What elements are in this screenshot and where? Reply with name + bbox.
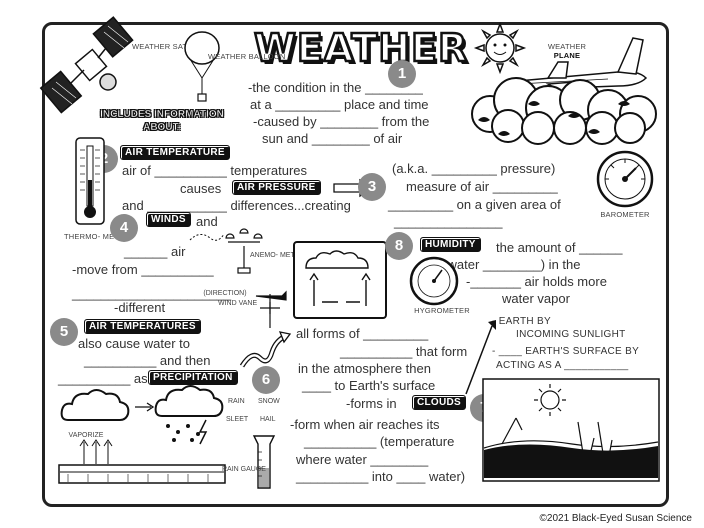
greenhouse-diagram (482, 378, 660, 482)
s7-line-b: __________ (temperature (304, 434, 455, 449)
sleet-label: SLEET (226, 416, 249, 423)
s7-line-c: where water ________ (296, 452, 429, 467)
satellite-label: WEATHER SATELLITE (132, 42, 214, 51)
s6-line-c: in the atmosphere then (298, 361, 431, 376)
wind-vane-icon (255, 290, 287, 328)
ground-icon (58, 464, 226, 484)
s8-line-h: ACTING AS A ___________ (496, 360, 629, 371)
s3-line-b: measure of air _________ (406, 179, 558, 194)
wind-swirl-icon (189, 233, 225, 241)
s7-line-d: __________ into ____ water) (296, 469, 466, 484)
winds-header: WINDS (146, 212, 191, 227)
precipitation-header: PRECIPITATION (148, 370, 238, 385)
badge-4: 4 (110, 214, 138, 242)
clouds-header: CLOUDS (412, 395, 467, 410)
sun-icon (473, 21, 527, 75)
vapor-arrows-icon (79, 439, 113, 464)
plane-label-line2: PLANE (553, 51, 581, 60)
s5-line-b: __________ and then (84, 353, 211, 368)
s4-line-b: ______ air (124, 244, 186, 259)
balloon-label: WEATHER BALLOON (208, 52, 286, 61)
s2-line-a: air of __________ temperatures (122, 163, 308, 178)
rain-gauge-label: RAIN GAUGE (222, 466, 266, 473)
s2-line-c: and ___________ differences...creating (122, 198, 351, 213)
squiggle-arrow-icon (239, 331, 292, 368)
weather-balloon-icon (184, 31, 220, 102)
convection-diagram (293, 241, 387, 319)
evaporation-cloud-icon (60, 389, 130, 421)
humidity-header: HUMIDITY (420, 237, 481, 252)
barometer-label: BAROMETER (600, 210, 650, 219)
s3-line-c: _________ on a given area of (388, 197, 561, 212)
plane-label: WEATHER PLANE (542, 42, 592, 60)
air-temperature-header: AIR TEMPERATURE (120, 145, 230, 160)
anemometer-icon (225, 228, 263, 274)
s8-line-b: (or water ________) in the (428, 257, 581, 272)
satellite-icon (39, 16, 134, 114)
s6-line-e: -forms in (346, 396, 397, 411)
s5-line-a: also cause water to (78, 336, 191, 351)
hygrometer-icon (409, 256, 459, 306)
badge-8: 8 (385, 232, 413, 260)
s1-line-c: -caused by ________ from the (253, 114, 430, 129)
s5-line-c: __________ as (58, 371, 148, 386)
vaporize-label: VAPORIZE (68, 432, 104, 439)
thermometer-icon (75, 137, 105, 225)
hail-label: HAIL (260, 416, 276, 423)
s4-line-d: ______________________ (72, 286, 232, 301)
s7-line-a: -form when air reaches its (290, 417, 440, 432)
hygrometer-label: HYGROMETER (414, 306, 470, 315)
s8-line-c: -_______ air holds more (466, 274, 607, 289)
badge-6: 6 (252, 366, 280, 394)
s8-line-g: - ____ EARTH'S SURFACE BY (492, 346, 640, 357)
rain-gauge-icon (252, 435, 276, 489)
s8-line-e: - EARTH BY (492, 316, 551, 327)
plane-label-line1: WEATHER (547, 42, 587, 51)
s8-line-a: the amount of ______ (496, 240, 623, 255)
small-arrow-icon (135, 402, 155, 412)
snow-label: SNOW (258, 398, 280, 405)
s4-line-a: and (196, 214, 218, 229)
badge-1: 1 (388, 60, 416, 88)
s4-line-c: -move from __________ (72, 262, 214, 277)
s8-line-f: INCOMING SUNLIGHT (516, 329, 626, 340)
air-pressure-header: AIR PRESSURE (232, 180, 321, 195)
cloud-icon (471, 77, 657, 145)
copyright: ©2021 Black-Eyed Susan Science (539, 513, 692, 524)
wind-vane-label-2: WIND VANE (218, 300, 258, 307)
s1-line-b: at a _________ place and time (250, 97, 429, 112)
badge-3: 3 (358, 173, 386, 201)
s3-line-a: (a.k.a. _________ pressure) (392, 161, 556, 176)
s4-line-e: -different (114, 300, 166, 315)
wind-vane-label-1: (DIRECTION) (203, 290, 247, 297)
includes-header: INCLUDES INFORMATION ABOUT: (100, 109, 224, 133)
air-temperatures-header: AIR TEMPERATURES (84, 319, 201, 334)
thermometer-label: THERMO- METER (64, 232, 130, 241)
rain-label: RAIN (228, 398, 245, 405)
anemometer-label: ANEMO- METER (SPEED) (250, 252, 335, 259)
s3-line-d: _______________ (394, 214, 503, 229)
s8-line-d: water vapor (502, 291, 570, 306)
s6-line-d: ____ to Earth's surface (302, 378, 436, 393)
worksheet-border (42, 22, 669, 507)
s2-line-b: causes (180, 181, 222, 196)
page-title: WEATHER (253, 25, 469, 72)
s6-line-a: all forms of _________ (296, 326, 429, 341)
s1-line-a: -the condition in the ________ (248, 80, 423, 95)
barometer-icon (596, 150, 654, 208)
storm-cloud-icon (154, 385, 224, 445)
s1-line-d: sun and ________ of air (262, 131, 403, 146)
badge-5: 5 (50, 318, 78, 346)
arrow-up-icon (465, 320, 496, 395)
s6-line-b: __________ that form (340, 344, 468, 359)
